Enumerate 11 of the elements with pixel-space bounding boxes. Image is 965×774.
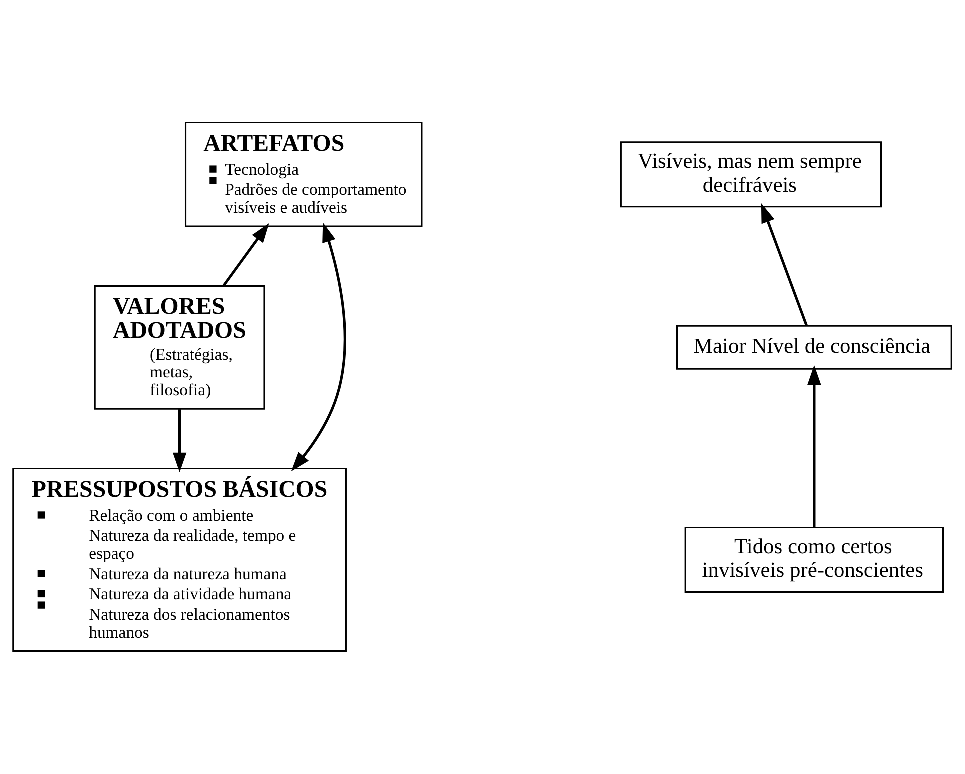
arrow [172,410,187,472]
node-box: ARTEFATOS Tecnologia Padrões de comportamento visíveis e audíveis [184,122,423,228]
node-box: PRESSUPOSTOS BÁSICOS Relação com o ambiente Natureza da realidade, tempo e espaço Natureza da natureza humana Natureza da atividade humana Natureza dos relacionamentos humanos [12,468,347,652]
arrow [761,203,808,327]
node-box: Maior Nível de consciência [676,325,952,370]
node-box: VALORES ADOTADOS (Estratégias, metas, filosofia) [94,285,266,410]
arrow [222,223,270,287]
node-box: Visíveis, mas nem sempre decifráveis [620,142,882,208]
arrow [291,222,346,472]
node-box: Tidos como certos invisíveis pré-conscientes [684,527,944,593]
arrow [808,365,822,528]
